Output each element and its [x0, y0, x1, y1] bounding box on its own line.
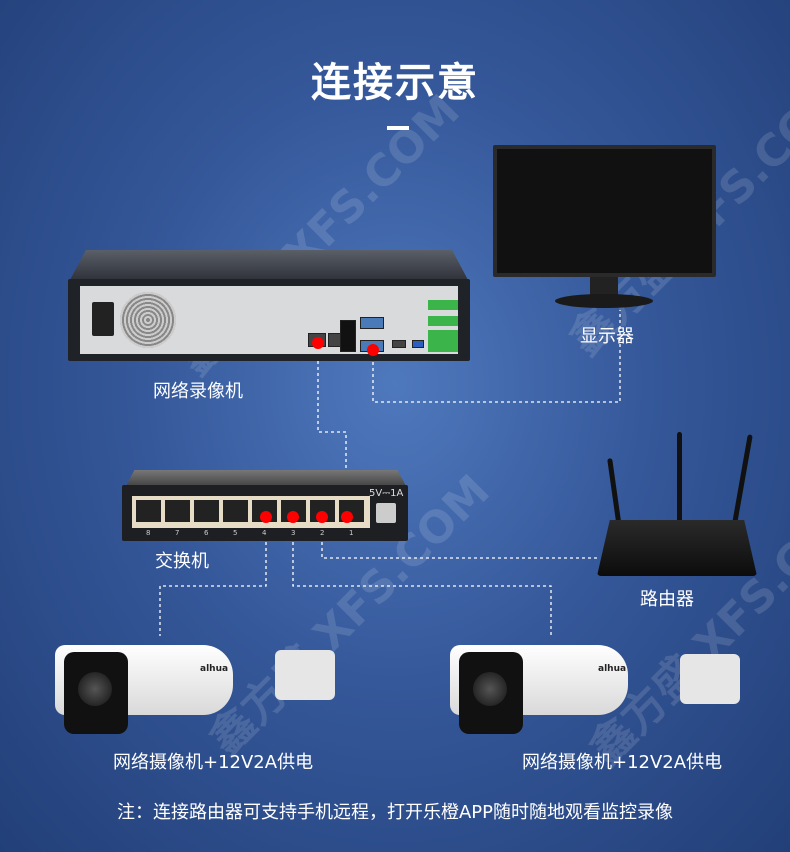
port-number: 4: [262, 529, 267, 537]
line-nvr-monitor: [372, 310, 621, 403]
power-adapter: [680, 654, 740, 704]
footnote: 注：连接路由器可支持手机远程，打开乐橙APP随时随地观看监控录像: [116, 802, 674, 823]
port-number: 8: [146, 529, 151, 537]
switch-label: 交换机: [155, 551, 209, 572]
line-switch-camera-right: [292, 518, 552, 636]
title-divider: [387, 126, 409, 130]
connection-dot: [287, 511, 299, 523]
connection-dot: [260, 511, 272, 523]
power-adapter: [275, 650, 335, 700]
connection-dot: [312, 337, 324, 349]
port-number: 6: [204, 529, 209, 537]
camera-brand: alhua: [200, 664, 229, 674]
dc-jack: [376, 503, 396, 523]
camera-left-label: 网络摄像机+12V2A供电: [113, 752, 314, 773]
power-rating: 5V⎓1A: [369, 488, 404, 499]
port-number: 3: [291, 529, 296, 537]
connection-dot: [341, 511, 353, 523]
camera-right-label: 网络摄像机+12V2A供电: [522, 752, 723, 773]
power-socket: [92, 302, 114, 336]
port-number: 2: [320, 529, 325, 537]
router-label: 路由器: [640, 589, 694, 610]
port-number: 7: [175, 529, 180, 537]
line-switch-camera-left: [159, 518, 267, 636]
monitor-label: 显示器: [580, 326, 634, 347]
port-number: 1: [349, 529, 354, 537]
connection-dot: [367, 344, 379, 356]
camera-brand: alhua: [598, 664, 627, 674]
connection-dot: [316, 511, 328, 523]
port-number: 5: [233, 529, 238, 537]
fan-icon: [120, 292, 176, 348]
page-title: 连接示意: [311, 60, 479, 106]
nvr-label: 网络录像机: [153, 381, 243, 402]
